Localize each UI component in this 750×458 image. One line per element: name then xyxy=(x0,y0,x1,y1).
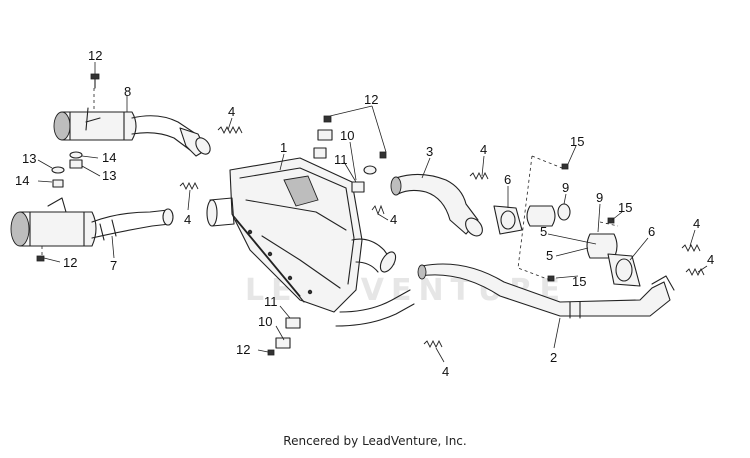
callout-4-left: 4 xyxy=(184,212,191,227)
callout-11-lower: 11 xyxy=(264,294,278,309)
silencer-lower-left xyxy=(10,197,174,247)
callout-1: 1 xyxy=(280,140,287,155)
callout-7: 7 xyxy=(110,258,117,273)
callout-14-left: 14 xyxy=(15,173,29,188)
muffler-body xyxy=(206,157,415,327)
callout-6-upper: 6 xyxy=(504,172,511,187)
flange-gasket-group-upper xyxy=(493,203,571,235)
callout-12-lower-left: 12 xyxy=(63,255,77,270)
callout-9-upper: 9 xyxy=(562,180,569,195)
callout-13-upper: 13 xyxy=(102,168,116,183)
callout-4-right-upper: 4 xyxy=(693,216,700,231)
callout-10-center: 10 xyxy=(340,128,354,143)
callout-11-center: 11 xyxy=(334,152,348,167)
callout-8: 8 xyxy=(124,84,131,99)
callout-14-upper: 14 xyxy=(102,150,116,165)
flange-gasket-group-lower xyxy=(586,233,641,287)
callout-5-lower: 5 xyxy=(546,248,553,263)
callout-15-upper: 15 xyxy=(570,134,584,149)
callout-15-lower: 15 xyxy=(572,274,586,289)
hardware xyxy=(36,73,615,356)
callout-4-center-right: 4 xyxy=(480,142,487,157)
callout-12-lower: 12 xyxy=(236,342,250,357)
springs xyxy=(179,125,705,349)
callout-9-lower: 9 xyxy=(596,190,603,205)
callout-4-center: 4 xyxy=(390,212,397,227)
callout-15-right: 15 xyxy=(618,200,632,215)
assembly-lines xyxy=(41,88,619,281)
callout-2: 2 xyxy=(550,350,557,365)
callout-4-right-lower: 4 xyxy=(707,252,714,267)
callout-5-upper: 5 xyxy=(540,224,547,239)
callout-4-bottom: 4 xyxy=(442,364,449,379)
silencer-upper-left xyxy=(53,107,211,157)
callouts: 12 8 14 13 13 14 4 4 12 7 12 1 10 11 4 3… xyxy=(15,48,714,379)
callout-6-lower: 6 xyxy=(648,224,655,239)
header-pipe-2 xyxy=(417,263,675,319)
callout-13-left: 13 xyxy=(22,151,36,166)
callout-12-upper-left: 12 xyxy=(88,48,102,63)
leader-lines xyxy=(37,62,708,363)
callout-12-center: 12 xyxy=(364,92,378,107)
callout-3: 3 xyxy=(426,144,433,159)
callout-10-lower: 10 xyxy=(258,314,272,329)
link-pipe-3 xyxy=(390,173,483,237)
footer-credit: Rencered by LeadVenture, Inc. xyxy=(283,434,467,448)
callout-4-upper-left: 4 xyxy=(228,104,235,119)
